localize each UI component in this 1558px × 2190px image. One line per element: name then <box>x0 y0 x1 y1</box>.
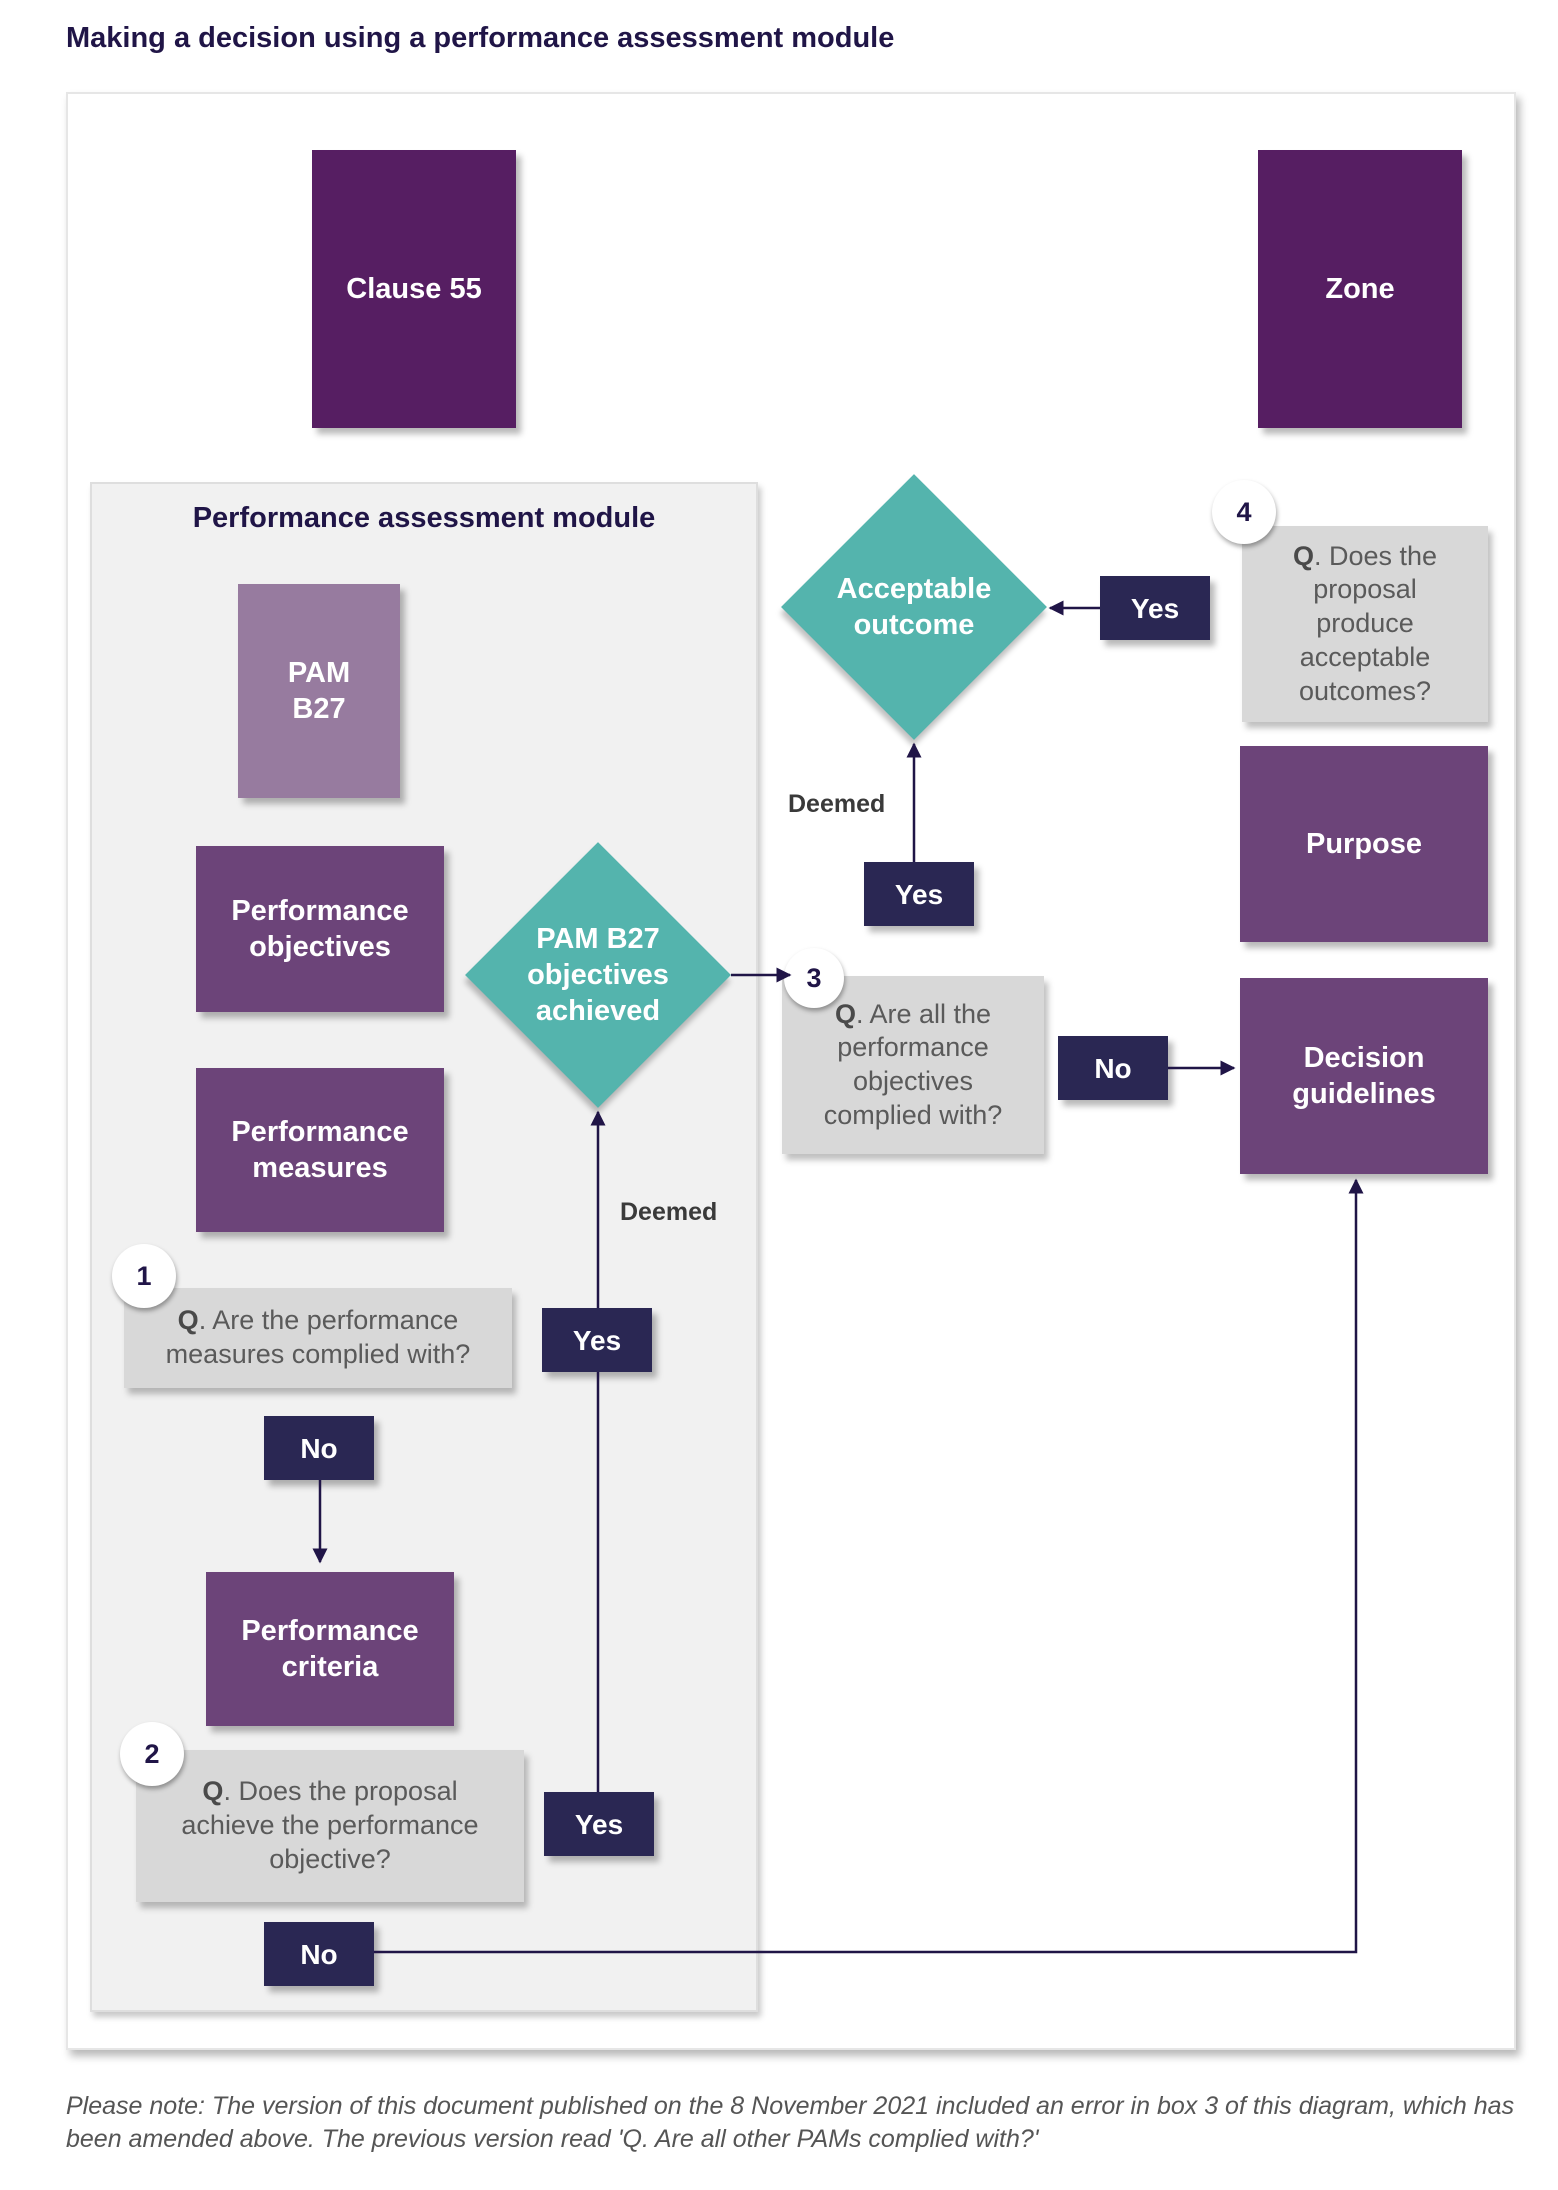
question-4-box: Q. Does the proposal produce acceptable … <box>1242 526 1488 722</box>
acceptable-outcome-label: Acceptable outcome <box>836 572 992 641</box>
question-1-text: Q. Are the performance measures complied… <box>165 1305 471 1369</box>
pam-b27-box: PAM B27 <box>238 584 400 798</box>
footnote: Please note: The version of this documen… <box>66 2092 1515 2154</box>
answer-yes-2-label: Yes <box>574 1808 624 1840</box>
question-3-badge: 3 <box>784 948 844 1008</box>
diagram-title: Making a decision using a performance as… <box>66 22 895 54</box>
performance-criteria-box: Performance criteria <box>206 1572 454 1726</box>
question-3-box: Q. Are all the performance objectives co… <box>782 976 1044 1154</box>
performance-criteria-label: Performance criteria <box>241 1614 419 1683</box>
answer-no-2-label: No <box>300 1938 338 1970</box>
question-2-badge: 2 <box>120 1722 184 1786</box>
objectives-achieved-diamond: PAM B27 objectives achieved <box>465 842 731 1108</box>
question-4-q: Q <box>1292 540 1314 571</box>
answer-yes-4-label: Yes <box>1130 592 1180 624</box>
question-1-badge: 1 <box>112 1244 176 1308</box>
performance-objectives-box: Performance objectives <box>196 846 444 1012</box>
question-2-q: Q <box>202 1776 224 1807</box>
arrow-no2-to-guidelines <box>374 1178 1364 1954</box>
decision-guidelines-label: Decision guidelines <box>1292 1041 1436 1110</box>
question-1-box: Q. Are the performance measures complied… <box>124 1288 512 1388</box>
performance-measures-box: Performance measures <box>196 1068 444 1232</box>
answer-no-1-label: No <box>300 1432 338 1464</box>
question-3-text: Q. Are all the performance objectives co… <box>823 998 1003 1130</box>
answer-no-2: No <box>264 1922 374 1986</box>
clause-55-box: Clause 55 <box>312 150 516 428</box>
answer-yes-2: Yes <box>544 1792 654 1856</box>
answer-yes-1: Yes <box>542 1308 652 1372</box>
module-title: Performance assessment module <box>192 502 656 534</box>
purpose-label: Purpose <box>1305 827 1423 860</box>
answer-yes-4: Yes <box>1100 576 1210 640</box>
performance-measures-label: Performance measures <box>231 1115 409 1184</box>
pam-b27-label: PAM B27 <box>287 656 351 725</box>
purpose-box: Purpose <box>1240 746 1488 942</box>
answer-yes-3-label: Yes <box>894 878 944 910</box>
acceptable-outcome-diamond: Acceptable outcome <box>781 474 1047 740</box>
question-2-box: Q. Does the proposal achieve the perform… <box>136 1750 524 1902</box>
clause-55-label: Clause 55 <box>346 272 482 305</box>
objectives-achieved-label: PAM B27 objectives achieved <box>527 922 669 1028</box>
question-4-text: Q. Does the proposal produce acceptable … <box>1292 540 1438 706</box>
zone-label: Zone <box>1325 272 1395 305</box>
decision-guidelines-box: Decision guidelines <box>1240 978 1488 1174</box>
deemed-label-1: Deemed <box>620 1198 718 1226</box>
deemed-label-2: Deemed <box>788 790 886 818</box>
answer-yes-1-label: Yes <box>572 1324 622 1356</box>
question-1-q: Q <box>177 1305 199 1336</box>
performance-objectives-label: Performance objectives <box>231 894 409 963</box>
answer-yes-3: Yes <box>864 862 974 926</box>
question-2-text: Q. Does the proposal achieve the perform… <box>181 1776 479 1874</box>
answer-no-3: No <box>1058 1036 1168 1100</box>
question-4-badge: 4 <box>1212 480 1276 544</box>
zone-box: Zone <box>1258 150 1462 428</box>
answer-no-1: No <box>264 1416 374 1480</box>
question-3-q: Q <box>834 998 856 1029</box>
answer-no-3-label: No <box>1094 1052 1132 1084</box>
